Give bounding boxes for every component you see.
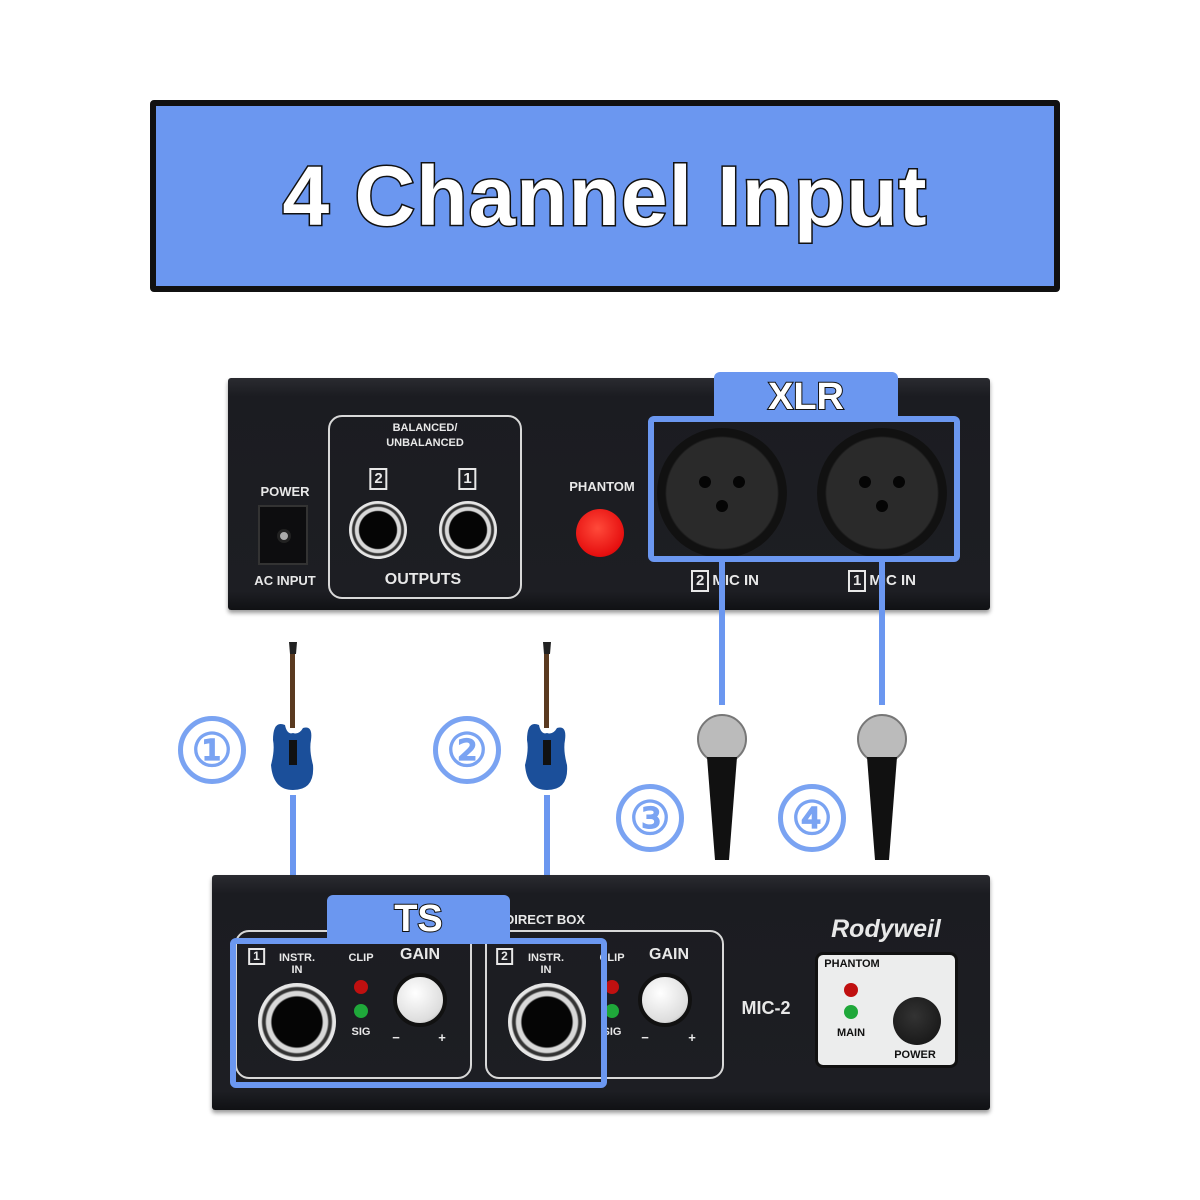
instr-in-2-label: INSTR.IN — [527, 952, 565, 976]
sig-2-label: SIG — [602, 1026, 622, 1038]
instr-in-1-label: INSTR.IN — [278, 952, 316, 976]
model-label: MIC-2 — [741, 998, 791, 1018]
output-2-number: 2 — [369, 468, 390, 490]
gain-2-knob[interactable] — [638, 973, 692, 1027]
clip-2-led — [605, 980, 619, 994]
clip-1-label: CLIP — [348, 952, 374, 964]
connector-line-mic-3 — [719, 560, 725, 705]
outputs-header-1: BALANCED/ — [392, 422, 458, 434]
output-1-jack[interactable] — [439, 501, 497, 559]
source-number-2: ② — [433, 716, 501, 784]
sig-1-label: SIG — [351, 1026, 371, 1038]
gain-2-label: GAIN — [649, 946, 689, 963]
ts-highlight — [230, 938, 607, 1088]
gain-2-minus: − — [641, 1030, 649, 1045]
gain-1-knob[interactable] — [393, 973, 447, 1027]
brand-logo: Rodyweil — [831, 915, 941, 943]
gain-1-plus: + — [438, 1030, 446, 1045]
main-label: MAIN — [836, 1027, 866, 1039]
source-number-4: ④ — [778, 784, 846, 852]
instr-in-2-jack[interactable] — [508, 983, 586, 1061]
channel-1-number: 1 — [248, 948, 268, 965]
main-led — [844, 1005, 858, 1019]
direct-box-label: DIRECT BOX — [504, 912, 586, 927]
power-button[interactable] — [893, 997, 941, 1045]
rear-phantom-label: PHANTOM — [569, 479, 635, 494]
title-banner: 4 Channel Input — [150, 100, 1060, 292]
gain-1-label: GAIN — [400, 946, 440, 963]
front-power-label: POWER — [894, 1049, 936, 1061]
connector-line-guitar-1 — [290, 795, 296, 945]
clip-1-led — [354, 980, 368, 994]
outputs-label: OUTPUTS — [384, 571, 462, 588]
source-number-3: ③ — [616, 784, 684, 852]
xlr-mic-in-2-connector[interactable] — [657, 428, 787, 558]
phantom-button[interactable] — [576, 509, 624, 557]
electric-guitar-icon — [271, 642, 314, 790]
channel-2-number: 2 — [496, 948, 516, 965]
electric-guitar-icon — [525, 642, 568, 790]
sig-2-led — [605, 1004, 619, 1018]
xlr-tab: XLR — [714, 372, 898, 422]
connector-line-guitar-2 — [544, 795, 550, 945]
dc-power-jack — [258, 505, 308, 565]
outputs-section — [328, 415, 522, 599]
microphone-icon — [857, 714, 907, 860]
rear-power-label: POWER — [260, 484, 310, 499]
sig-1-led — [354, 1004, 368, 1018]
xlr-highlight — [648, 416, 960, 562]
power-panel — [815, 952, 958, 1068]
gain-1-minus: − — [392, 1030, 400, 1045]
ts-tab: TS — [327, 895, 510, 943]
ac-input-label: AC INPUT — [254, 573, 316, 588]
page-title: 4 Channel Input — [281, 147, 928, 244]
source-number-1: ① — [178, 716, 246, 784]
microphone-icon — [697, 714, 747, 860]
instr-in-1-jack[interactable] — [258, 983, 336, 1061]
outputs-header-2: UNBALANCED — [386, 437, 464, 449]
output-2-jack[interactable] — [349, 501, 407, 559]
phantom-led — [844, 983, 858, 997]
xlr-mic-in-1-connector[interactable] — [817, 428, 947, 558]
gain-2-plus: + — [688, 1030, 696, 1045]
front-phantom-label: PHANTOM — [824, 958, 880, 970]
output-1-number: 1 — [458, 468, 479, 490]
connector-line-mic-4 — [879, 560, 885, 705]
